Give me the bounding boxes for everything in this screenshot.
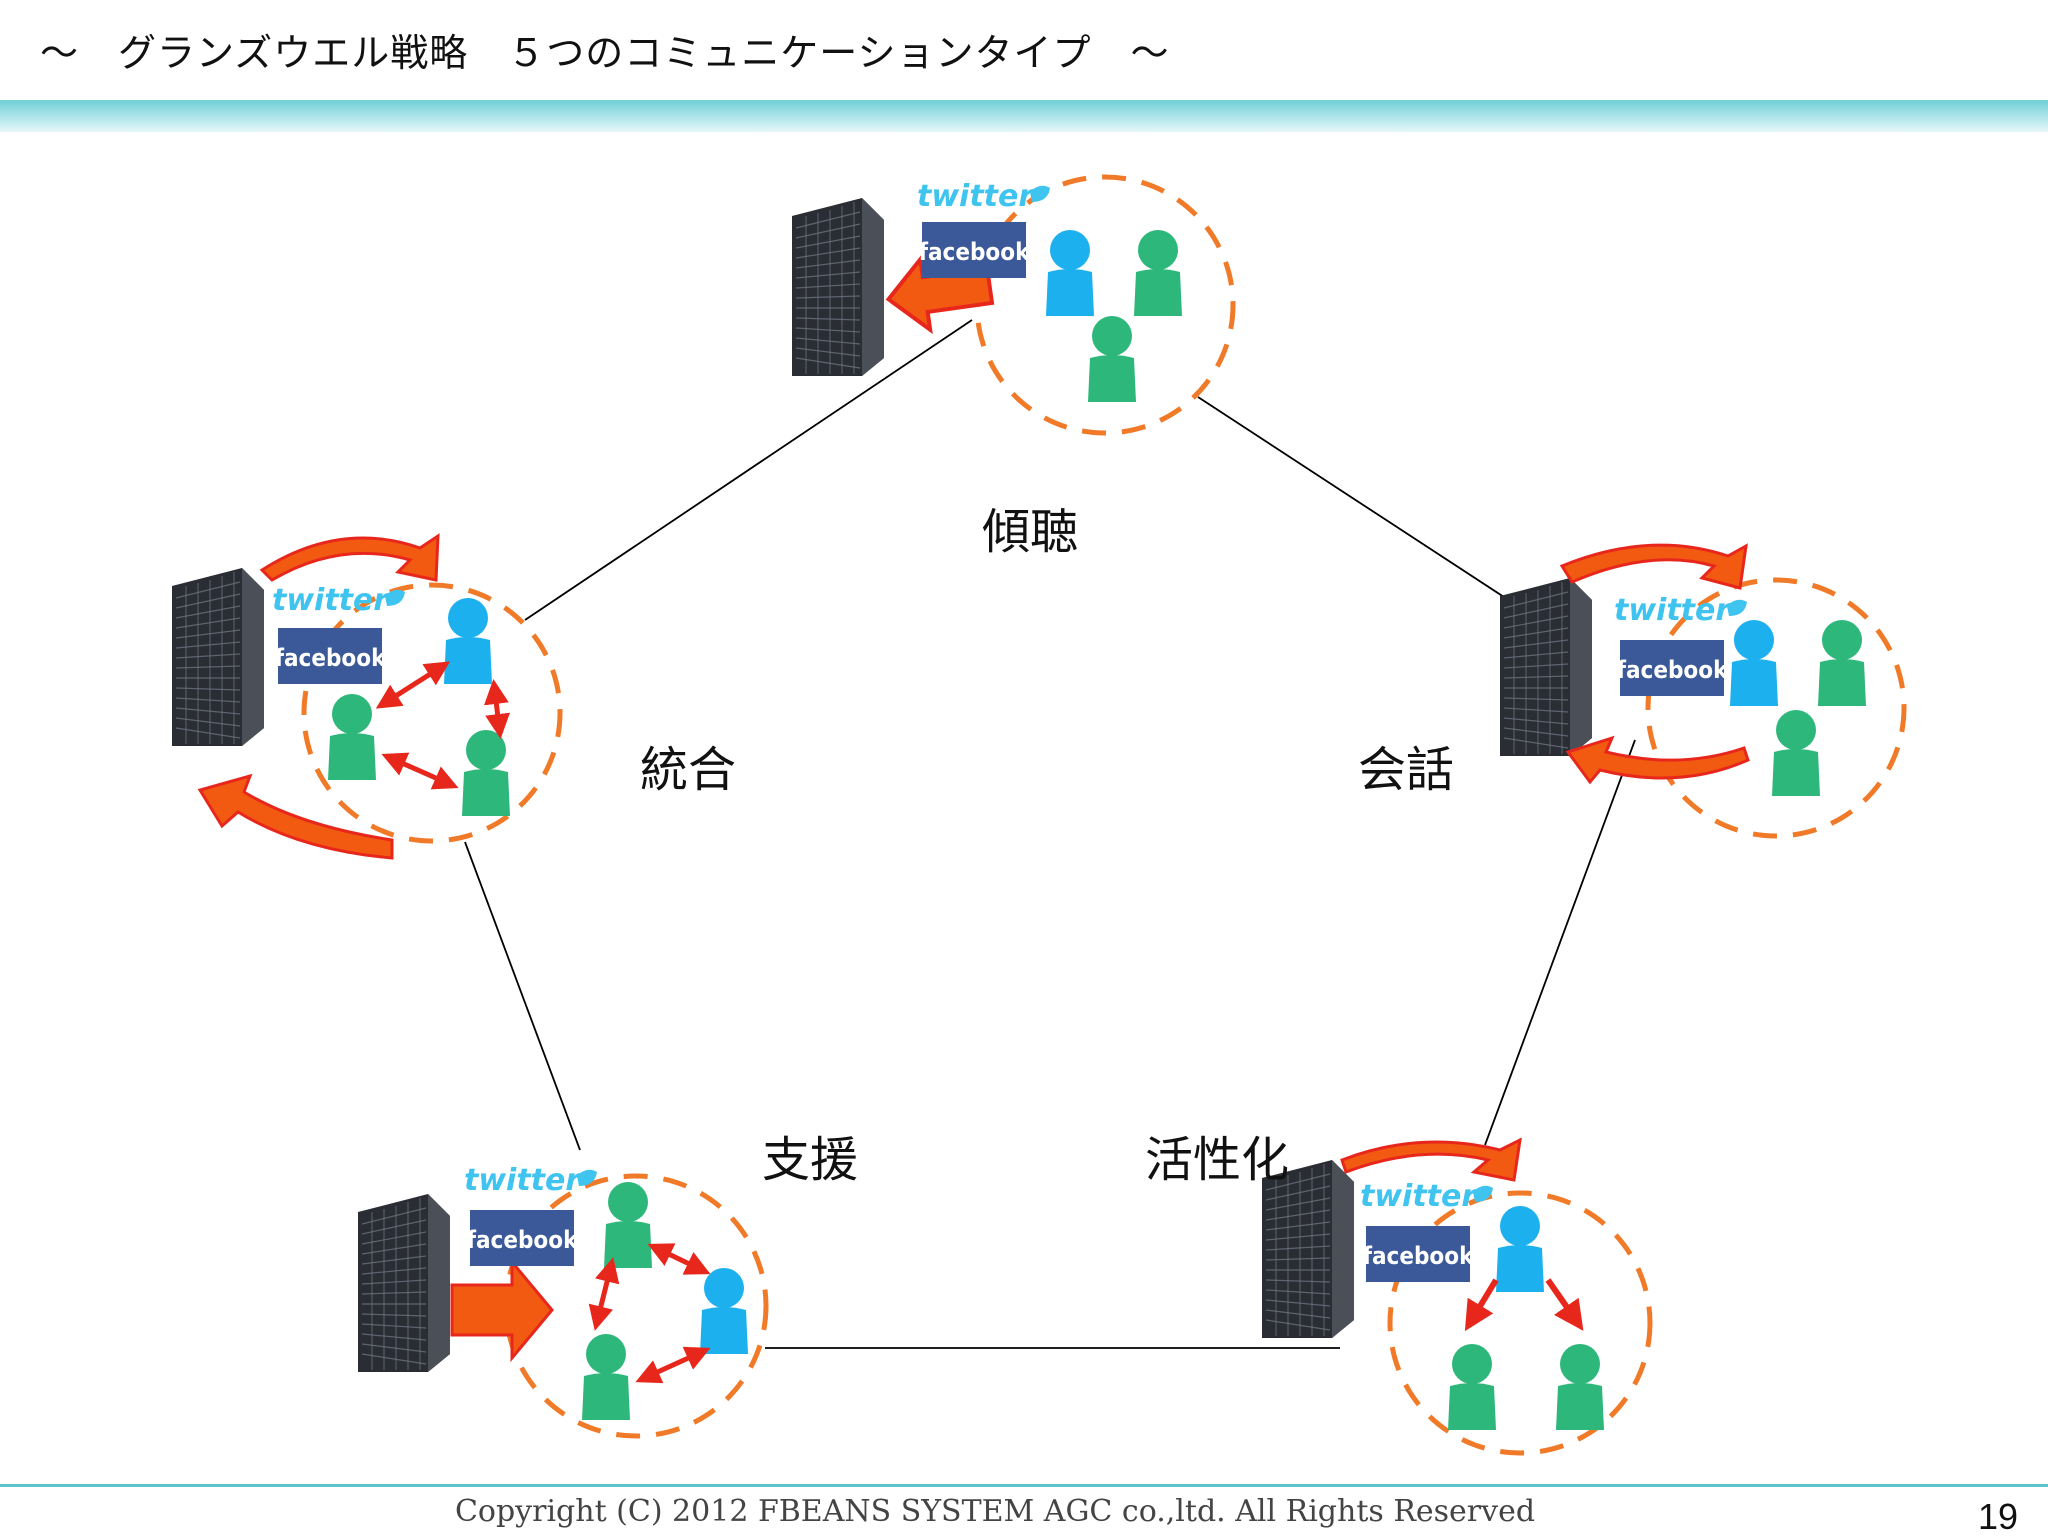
node-embracing: facebook twitter — [171, 533, 563, 860]
label-embracing: 統合 — [640, 742, 737, 798]
twitter-badge: twitter — [1360, 1179, 1478, 1214]
label-talking: 会話 — [1358, 742, 1455, 798]
twitter-badge: twitter — [464, 1163, 582, 1198]
page-number: 19 — [1977, 1496, 2018, 1537]
header-bar — [0, 100, 2048, 132]
label-supporting: 支援 — [762, 1132, 859, 1188]
footer-line — [0, 1484, 2048, 1487]
node-energizing: facebook twitter — [1261, 1137, 1653, 1456]
facebook-badge: facebook — [1617, 656, 1729, 684]
facebook-badge: facebook — [275, 644, 387, 672]
facebook-badge: facebook — [1363, 1242, 1475, 1270]
facebook-badge: facebook — [467, 1226, 579, 1254]
node-supporting: facebook twitter — [357, 1163, 769, 1439]
twitter-badge: twitter — [917, 179, 1035, 214]
node-talking: facebook twitter — [1499, 543, 1907, 839]
slide-title: ～ グランズウエル戦略 ５つのコミュニケーションタイプ ～ — [40, 31, 1170, 75]
twitter-badge: twitter — [1614, 593, 1732, 628]
twitter-badge: twitter — [272, 583, 390, 618]
node-listening: facebook twitter — [791, 174, 1236, 436]
label-energizing: 活性化 — [1145, 1132, 1290, 1188]
copyright-text: Copyright (C) 2012 FBEANS SYSTEM AGC co.… — [454, 1494, 1536, 1529]
label-listening: 傾聴 — [982, 504, 1079, 560]
facebook-badge: facebook — [919, 238, 1031, 266]
